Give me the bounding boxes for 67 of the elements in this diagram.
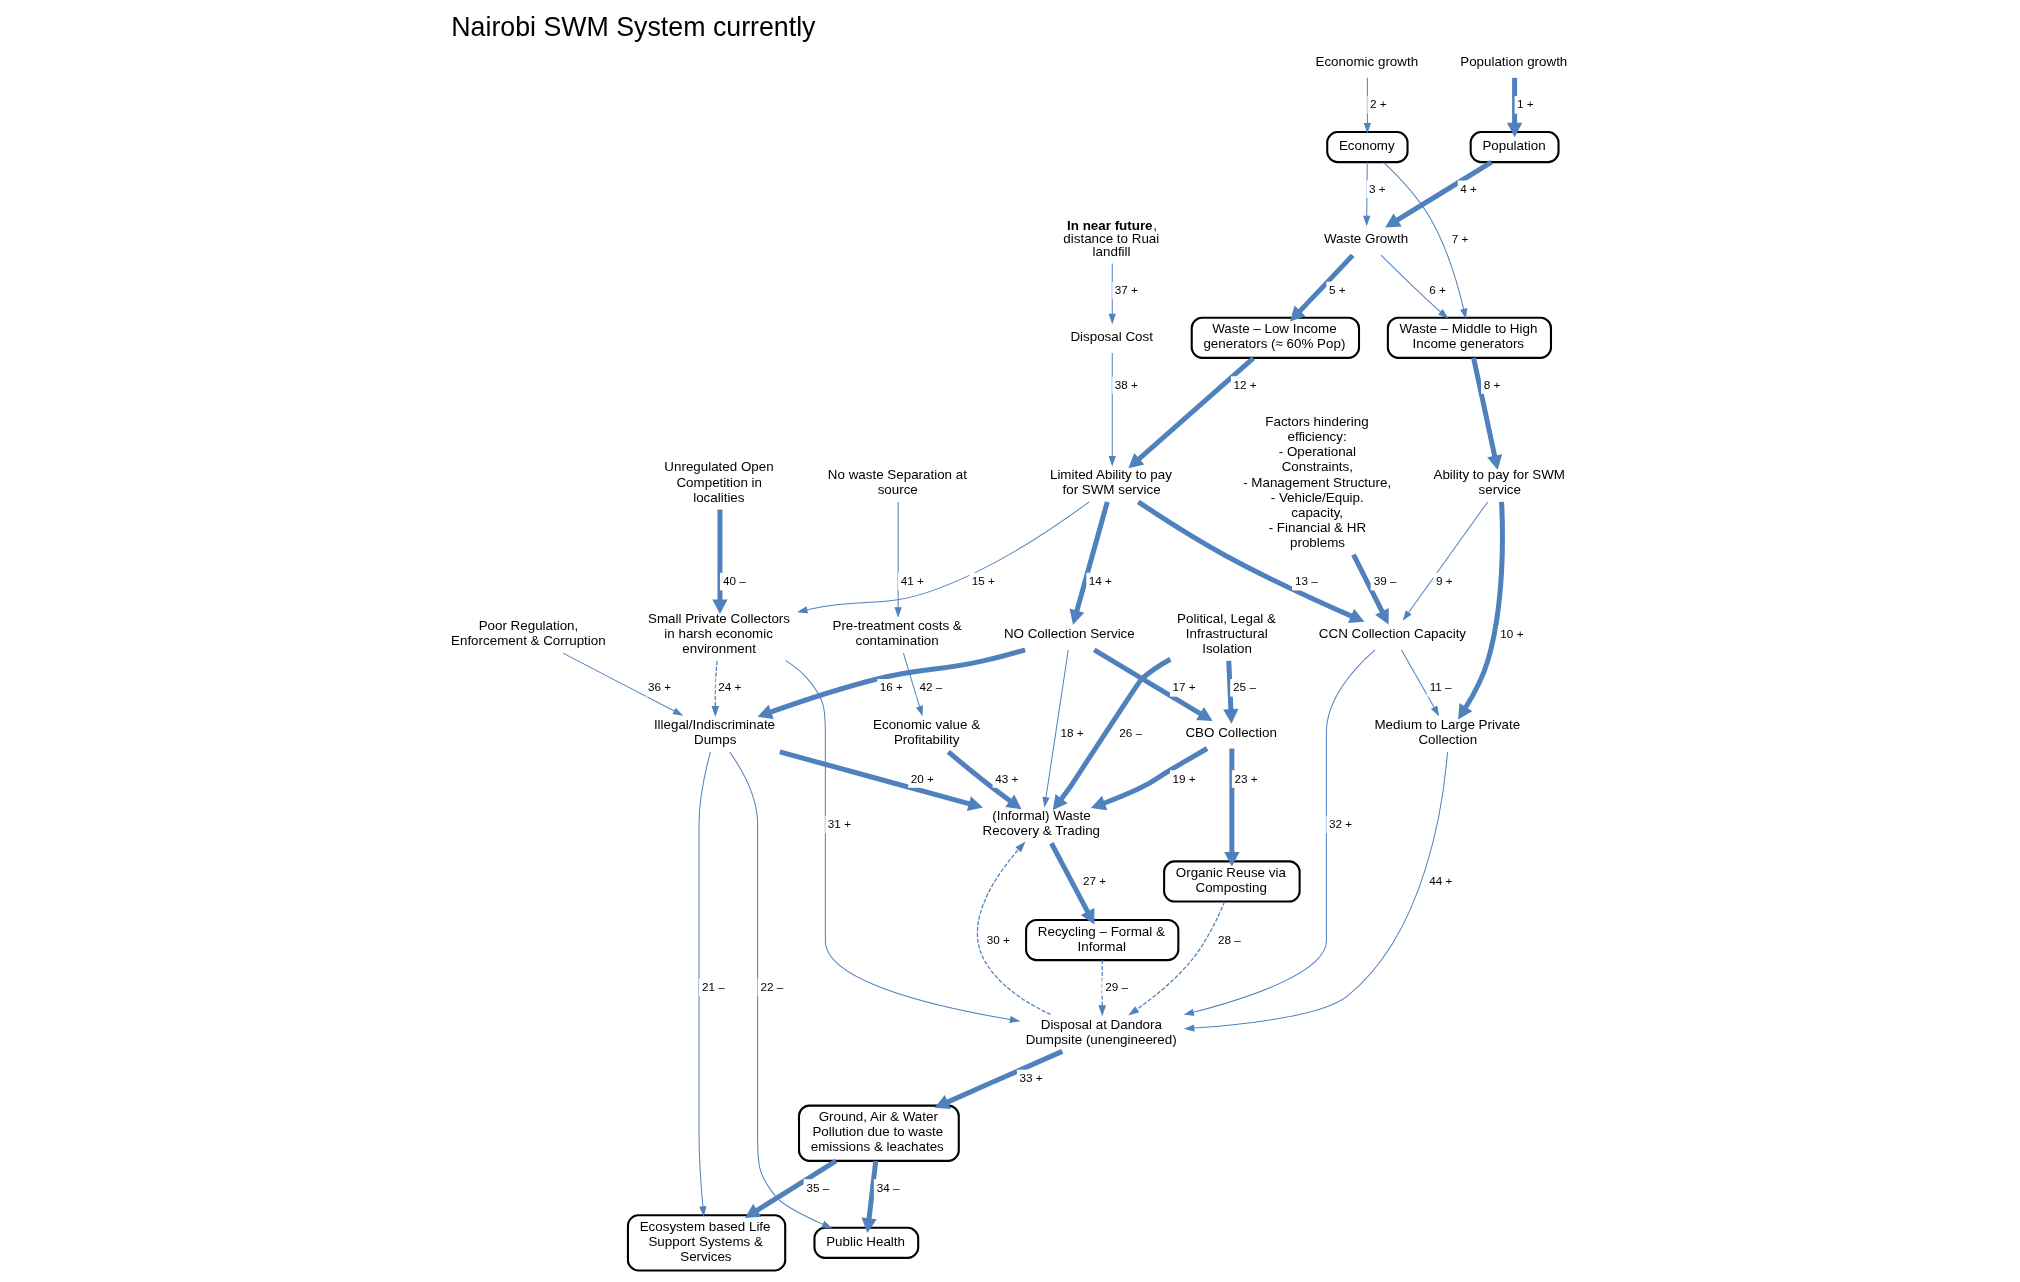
- edge-label: 16 +: [879, 680, 903, 694]
- node-text: Medium to Large Private Collection: [1374, 717, 1521, 748]
- edge-label: 14 +: [1088, 574, 1112, 588]
- edge-label: 1 +: [1517, 97, 1534, 111]
- node-text: Ability to pay for SWM service: [1433, 466, 1566, 498]
- node-text: Pre-treatment costs & contamination: [832, 618, 962, 649]
- edge-label: 27 +: [1082, 873, 1107, 887]
- edge-label: 19 +: [1172, 771, 1196, 785]
- edge-label: 37 +: [1114, 283, 1138, 297]
- edge-label: 4 +: [1460, 181, 1477, 195]
- node-text: No waste Separation at source: [827, 466, 967, 498]
- edge-label: 28 –: [1218, 932, 1241, 946]
- edge-label: 43 +: [995, 771, 1019, 785]
- edge-label: 34 –: [876, 1180, 900, 1194]
- edge-label: 11 –: [1429, 680, 1452, 694]
- edge-label: 10 +: [1500, 627, 1524, 641]
- edge-label: 29 –: [1105, 979, 1128, 993]
- node-text: CBO Collection: [1185, 724, 1277, 740]
- node-text: Poor Regulation, Enforcement & Corruption: [451, 618, 606, 649]
- node-text: Population growth: [1460, 53, 1568, 69]
- node-text: Limited Ability to pay for SWM service: [1049, 466, 1172, 498]
- edge-label: 26 –: [1119, 725, 1143, 739]
- edge-label: 30 +: [986, 932, 1010, 946]
- edge-label: 21 –: [701, 979, 725, 993]
- diagram-title: Nairobi SWM System currently: [451, 12, 816, 43]
- node-text: Disposal Cost: [1070, 328, 1153, 344]
- edge-label: 15 +: [971, 574, 995, 588]
- edge-label: 24 +: [718, 680, 742, 694]
- edge-label: 18 +: [1060, 725, 1084, 739]
- edge-label: 38 +: [1114, 377, 1138, 391]
- node-text: Unregulated Open Competition in localities: [664, 459, 774, 505]
- edge-label: 32 +: [1328, 817, 1353, 831]
- edge-label: 23 +: [1234, 771, 1258, 785]
- node-text: Political, Legal & Infrastructural Isolation: [1177, 610, 1276, 656]
- edge-label: 8 +: [1483, 377, 1501, 391]
- edge-label: 13 –: [1295, 574, 1318, 588]
- edge-label: 44 +: [1429, 873, 1453, 887]
- edge-label: 40 –: [722, 574, 746, 588]
- edge-label: 42 –: [919, 680, 943, 694]
- edge-label: 36 +: [648, 680, 672, 694]
- node-text: Small Private Collectors in harsh economic environment: [648, 610, 790, 656]
- edge-label: 12 +: [1233, 377, 1257, 391]
- edge-label: 22 –: [760, 979, 784, 993]
- node-text: In near future, distance to Ruai landfill: [1063, 217, 1160, 260]
- node-text: Waste Growth: [1323, 231, 1409, 247]
- edge-label: 31 +: [827, 817, 851, 831]
- edge-label: 35 –: [806, 1180, 830, 1194]
- node-text: Illegal/Indiscriminate Dumps: [653, 717, 776, 748]
- node-text: CCN Collection Capacity: [1318, 625, 1467, 641]
- node-text: Factors hindering efficiency: - Operational Constraints, - Management Structure, - Vehicle/Equip. capacity, - Financial & HR problems: [1243, 414, 1392, 550]
- node-text: Economic value & Profitability: [873, 717, 981, 748]
- edge-label: 5 +: [1328, 283, 1346, 297]
- edge-label: 20 +: [910, 771, 934, 785]
- node-text: (Informal) Waste Recovery & Trading: [982, 808, 1101, 839]
- edge-label: 2 +: [1369, 97, 1387, 111]
- edge-label: 41 +: [900, 574, 924, 588]
- node-text: Disposal at Dandora Dumpsite (unengineered): [1025, 1016, 1177, 1047]
- edge-label: 7 +: [1451, 232, 1469, 246]
- edge-label: 25 –: [1233, 680, 1256, 694]
- edge-label: 39 –: [1373, 574, 1397, 588]
- edge-label: 6 +: [1429, 283, 1446, 297]
- edge-label: 33 +: [1019, 1070, 1043, 1084]
- node-text: Economic growth: [1315, 53, 1419, 69]
- edge-label: 9 +: [1435, 574, 1453, 588]
- edge-label: 17 +: [1172, 680, 1196, 694]
- edge-label: 3 +: [1369, 181, 1386, 195]
- node-text: NO Collection Service: [1003, 625, 1135, 641]
